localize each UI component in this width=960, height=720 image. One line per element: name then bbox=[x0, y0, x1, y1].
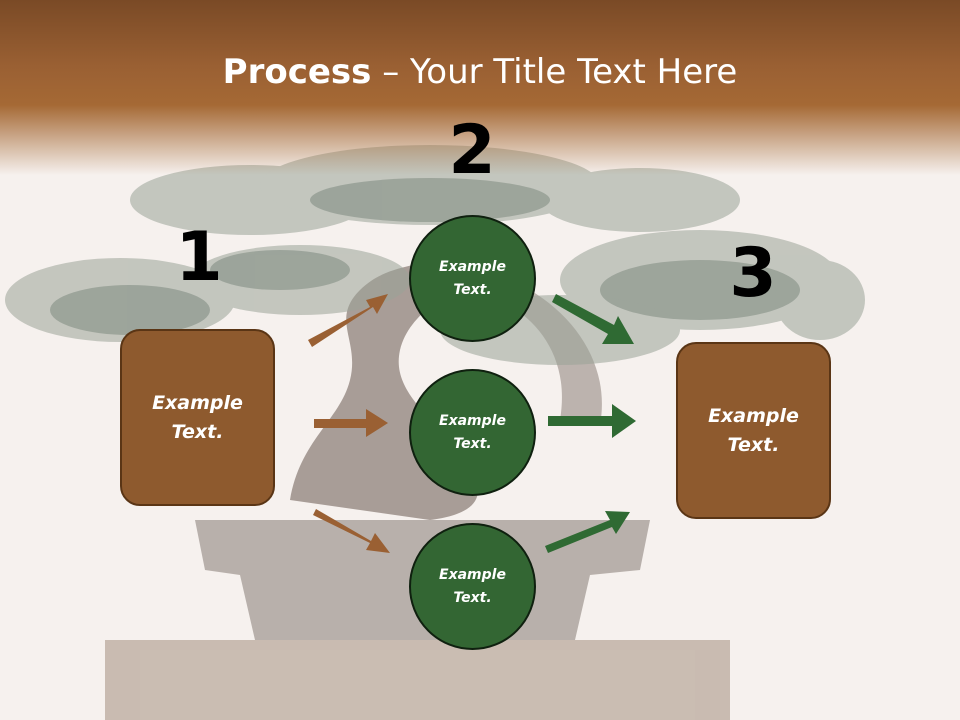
step-number-2: 2 bbox=[448, 111, 496, 190]
circle-bottom-text: Example Text. bbox=[439, 566, 506, 606]
arrow-left-to-middle-circle bbox=[314, 409, 388, 437]
arrow-left-to-top-circle bbox=[308, 294, 388, 347]
title-bold: Process bbox=[222, 52, 372, 92]
arrow-middle-circle-to-right bbox=[548, 404, 636, 438]
right-process-box[interactable]: Example Text. bbox=[676, 342, 831, 519]
title-rest: Your Title Text Here bbox=[410, 52, 738, 92]
circle-middle-text: Example Text. bbox=[439, 412, 506, 452]
step-number-3: 3 bbox=[729, 234, 777, 313]
title-dash: – bbox=[371, 52, 411, 92]
left-process-box[interactable]: Example Text. bbox=[120, 329, 275, 506]
circle-top[interactable]: Example Text. bbox=[409, 215, 536, 342]
step-number-1: 1 bbox=[175, 218, 223, 297]
right-box-text: Example Text. bbox=[708, 404, 799, 456]
green-arrows bbox=[545, 294, 636, 553]
circle-top-text: Example Text. bbox=[439, 258, 506, 298]
arrow-left-to-bottom-circle bbox=[313, 509, 390, 553]
circle-middle[interactable]: Example Text. bbox=[409, 369, 536, 496]
title-band bbox=[0, 0, 960, 175]
brown-arrows bbox=[308, 294, 390, 553]
arrow-top-circle-to-right bbox=[552, 294, 634, 344]
left-box-text: Example Text. bbox=[152, 391, 243, 443]
slide-title: Process – Your Title Text Here bbox=[0, 52, 960, 92]
arrow-bottom-circle-to-right bbox=[545, 511, 630, 553]
circle-bottom[interactable]: Example Text. bbox=[409, 523, 536, 650]
